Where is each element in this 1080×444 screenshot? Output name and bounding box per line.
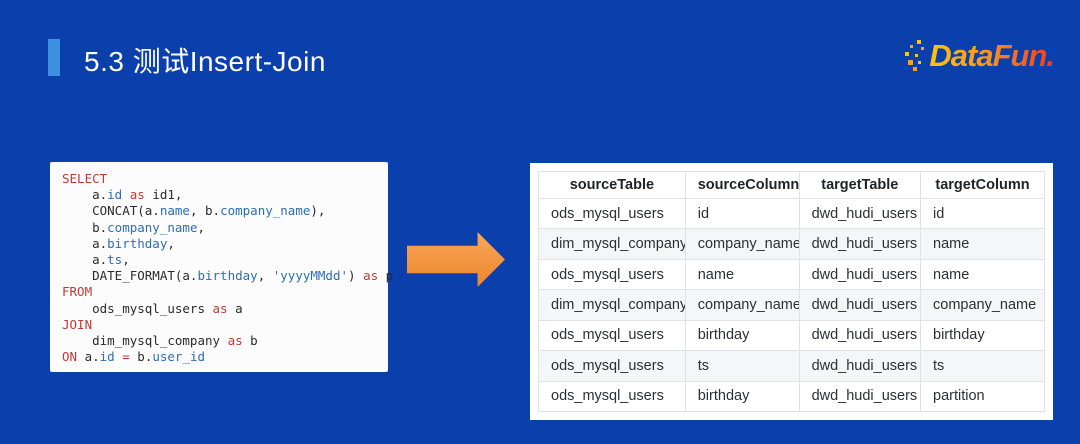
table-cell: dwd_hudi_users bbox=[798, 289, 922, 321]
sql-code-block: SELECT a.id as id1, CONCAT(a.name, b.com… bbox=[50, 162, 394, 372]
table-header-cell: sourceTable bbox=[538, 171, 686, 199]
arrow-right-icon bbox=[407, 232, 505, 287]
table-cell: birthday bbox=[684, 319, 800, 352]
table-cell: dwd_hudi_users bbox=[798, 258, 922, 291]
logo-wordmark: DataFun. bbox=[929, 36, 1055, 76]
table-cell: company_name bbox=[684, 228, 800, 260]
code-line: a.id as id1, bbox=[62, 187, 183, 203]
code-line: a.ts, bbox=[62, 252, 130, 268]
logo-pixels-icon bbox=[905, 38, 929, 74]
table-cell: id bbox=[684, 197, 800, 230]
table-cell: dwd_hudi_users bbox=[798, 350, 922, 382]
code-line: b.company_name, bbox=[62, 219, 205, 235]
table-cell: company_name bbox=[920, 289, 1045, 321]
table-header-cell: sourceColumn bbox=[684, 171, 800, 199]
table-cell: ts bbox=[684, 350, 800, 382]
table-cell: dwd_hudi_users bbox=[798, 228, 922, 260]
table-cell: company_name bbox=[684, 289, 800, 321]
code-line: SELECT bbox=[62, 171, 108, 186]
table-header-cell: targetTable bbox=[798, 171, 922, 199]
table-cell: dwd_hudi_users bbox=[798, 197, 922, 230]
code-line: ON a.id = b.user_id bbox=[62, 349, 206, 365]
table-cell: birthday bbox=[920, 319, 1045, 352]
code-line: ods_mysql_users as a bbox=[62, 300, 243, 316]
table-cell: dim_mysql_company bbox=[538, 289, 686, 321]
code-line: DATE_FORMAT(a.birthday, 'yyyyMMdd') as p bbox=[62, 268, 394, 284]
table-cell: name bbox=[920, 258, 1045, 291]
datafun-logo: DataFun. bbox=[905, 36, 1055, 76]
table-cell: ts bbox=[920, 350, 1045, 382]
table-cell: partition bbox=[920, 380, 1045, 413]
table-cell: dim_mysql_company bbox=[538, 228, 686, 260]
table-cell: dwd_hudi_users bbox=[798, 319, 922, 352]
title-accent-bar bbox=[48, 39, 60, 76]
table-cell: ods_mysql_users bbox=[538, 350, 686, 382]
table-cell: birthday bbox=[684, 380, 800, 413]
table-cell: ods_mysql_users bbox=[538, 258, 686, 291]
table-cell: dwd_hudi_users bbox=[798, 380, 922, 413]
code-line: CONCAT(a.name, b.company_name), bbox=[62, 203, 326, 219]
table-header-cell: targetColumn bbox=[920, 171, 1045, 199]
table-cell: name bbox=[920, 228, 1045, 260]
table-cell: ods_mysql_users bbox=[538, 380, 686, 413]
table-cell: ods_mysql_users bbox=[538, 319, 686, 352]
page-title: 5.3 测试Insert-Join bbox=[84, 46, 326, 77]
code-line: FROM bbox=[62, 284, 93, 300]
code-line: a.birthday, bbox=[62, 235, 175, 251]
table-cell: ods_mysql_users bbox=[538, 197, 686, 230]
code-line: JOIN bbox=[62, 316, 93, 332]
table-cell: name bbox=[684, 258, 800, 291]
table-cell: id bbox=[920, 197, 1045, 230]
code-line: dim_mysql_company as b bbox=[62, 333, 258, 349]
